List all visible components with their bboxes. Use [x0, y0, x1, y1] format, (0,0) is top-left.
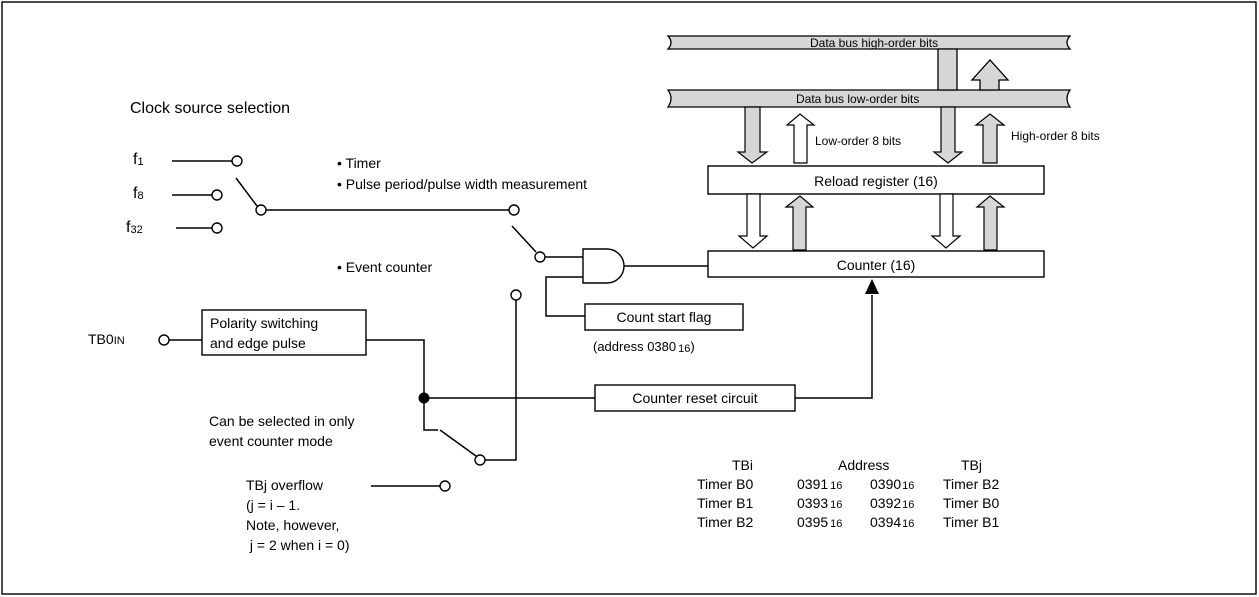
high-order-bits-label: High-order 8 bits: [1011, 129, 1100, 143]
tb0in-contact: [158, 334, 170, 346]
f32-contact: [211, 222, 223, 234]
polarity-label-2: and edge pulse: [210, 335, 306, 351]
low-bus-to-reload-arrow: [736, 106, 769, 164]
and-gate: [582, 248, 625, 284]
mode-pulse-label: • Pulse period/pulse width measurement: [337, 176, 587, 192]
data-bus-high: [666, 35, 1072, 50]
reload-to-low-bus-arrow: [785, 113, 816, 164]
high-bus-to-reload-arrow: [932, 106, 964, 164]
polarity-label-1: Polarity switching: [210, 315, 318, 331]
count-start-flag: [584, 303, 744, 331]
reload-to-high-bus-arrow: [974, 113, 1006, 164]
timer-mode-contact: [508, 204, 520, 216]
clock-select-switch-arm: [235, 177, 258, 207]
counter-reset-label: Counter reset circuit: [632, 390, 757, 406]
mode-timer-label: • Timer: [337, 155, 381, 171]
clock-source-title: Clock source selection: [130, 100, 290, 117]
high-bus-down-stem: [937, 48, 958, 91]
reload-to-counter-arrow-high: [930, 193, 962, 249]
clock-select-pivot: [255, 204, 267, 216]
row-tbj: Timer B0: [943, 495, 999, 511]
row-address-2: 039416: [870, 514, 914, 530]
row-address-2: 039016: [870, 476, 914, 492]
clock-f8-label: f8: [133, 185, 144, 202]
reset-to-counter-wire: [795, 295, 873, 399]
row-tbi: Timer B0: [697, 476, 753, 492]
counter-to-reload-arrow-high: [975, 195, 1006, 251]
counter-reset-circuit: [594, 384, 796, 412]
row-address-2: 039216: [870, 495, 914, 511]
overflow-line-4: j = 2 when i = 0): [246, 537, 350, 553]
mode-event-label: • Event counter: [337, 259, 433, 275]
count-start-wire: [545, 276, 585, 317]
note-line-1: Can be selected in only: [209, 413, 355, 429]
row-tbi: Timer B1: [697, 495, 753, 511]
tb0in-label: TB0IN: [88, 331, 125, 347]
reload-register-label: Reload register (16): [814, 173, 938, 189]
event-select-switch-arm: [439, 429, 477, 457]
clock-f32-label: f32: [126, 219, 143, 236]
high-bus-up-arrow: [970, 59, 1010, 91]
table-header-tbj: TBj: [961, 457, 982, 473]
reload-register: [707, 165, 1045, 195]
row-tbi: Timer B2: [697, 514, 753, 530]
f8-contact: [211, 189, 223, 201]
count-start-flag-label: Count start flag: [617, 309, 712, 325]
low-order-bits-label: Low-order 8 bits: [815, 134, 901, 148]
event-mode-contact: [510, 289, 522, 301]
reset-arrowhead: [865, 279, 879, 294]
clock-f1-label: f1: [133, 151, 144, 168]
overflow-line-3: Note, however,: [246, 517, 339, 533]
mode-select-switch-arm: [511, 225, 537, 253]
event-to-mode-wire: [485, 300, 517, 461]
mode-select-pivot: [534, 251, 546, 263]
data-bus-high-label: Data bus high-order bits: [810, 36, 938, 50]
polarity-switching-box: [201, 309, 367, 356]
event-source-wire: [423, 398, 438, 431]
f1-contact: [231, 155, 243, 167]
reload-to-counter-arrow-low: [737, 193, 769, 249]
polarity-out-wire: [366, 339, 425, 398]
table-header-address: Address: [838, 457, 889, 473]
counter-to-reload-arrow-low: [784, 195, 815, 251]
data-bus-low: [666, 89, 1072, 108]
counter-register: [707, 250, 1045, 278]
table-header-tbi: TBi: [732, 457, 753, 473]
data-bus-low-label: Data bus low-order bits: [796, 92, 919, 106]
overflow-line-2: (j = i – 1.: [246, 497, 300, 513]
row-tbj: Timer B1: [943, 514, 999, 530]
counter-register-label: Counter (16): [837, 257, 916, 273]
overflow-line-1: TBj overflow: [246, 477, 324, 493]
row-tbj: Timer B2: [943, 476, 999, 492]
event-select-pivot: [474, 454, 486, 466]
tbj-overflow-contact: [439, 480, 451, 492]
note-line-2: event counter mode: [209, 433, 333, 449]
